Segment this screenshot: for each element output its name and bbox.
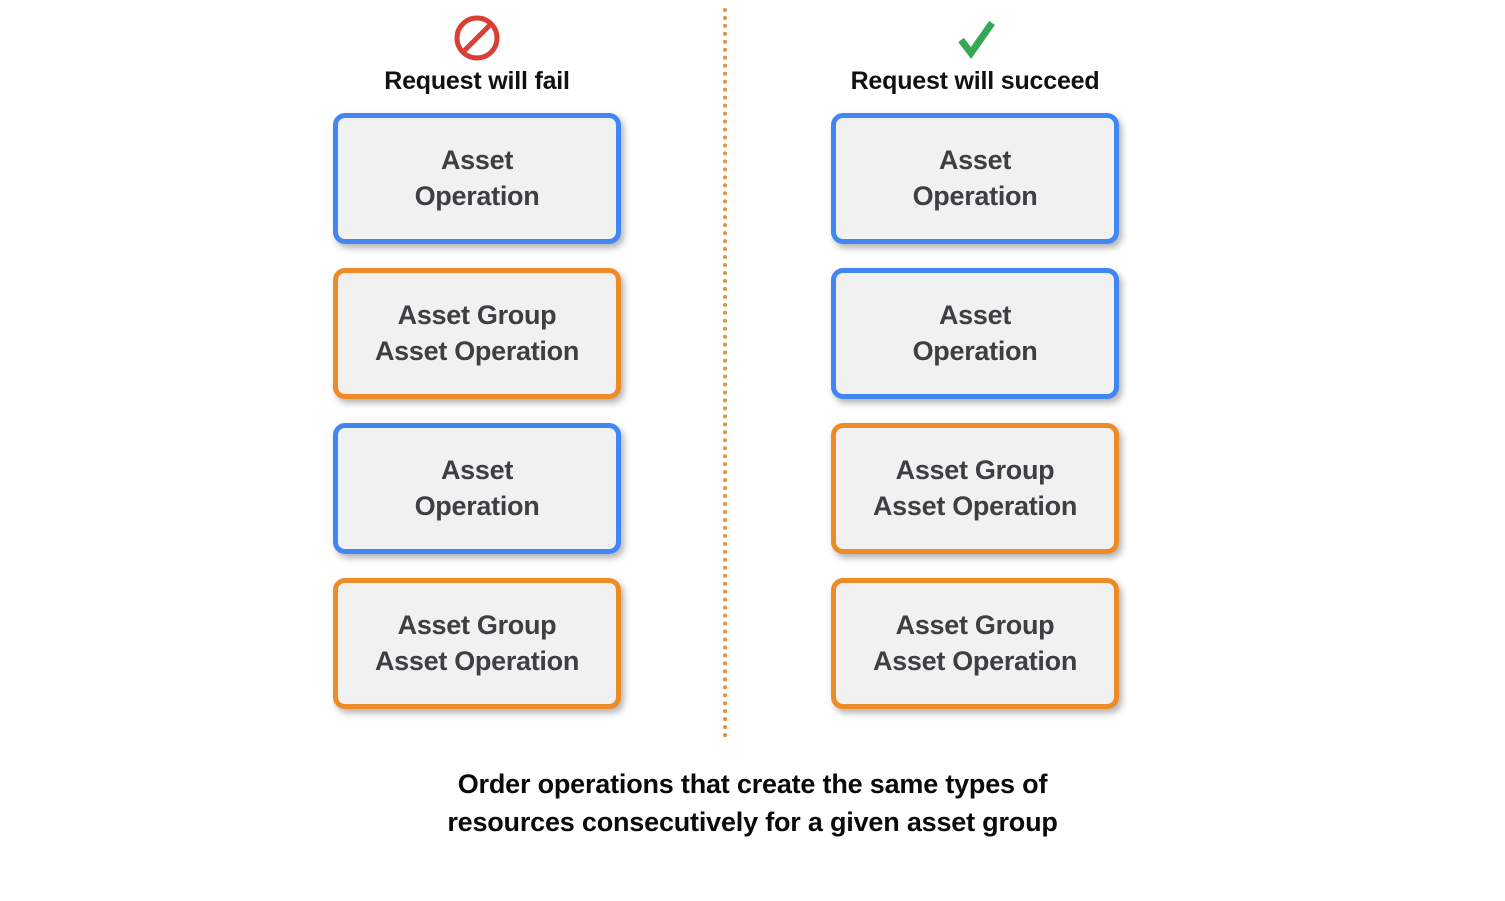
column-divider [723,8,727,738]
operation-box-list-fail: Asset Operation Asset Group Asset Operat… [333,113,621,709]
operation-box-label: Asset Operation [414,144,540,211]
operation-box-label: Asset Group Asset Operation [374,609,580,676]
column-header-label: Request will fail [384,67,570,95]
operation-box: Asset Group Asset Operation [831,578,1119,709]
column-header-fail: Request will fail [327,12,627,94]
operation-box-label: Asset Operation [414,454,540,521]
operation-box-label: Asset Operation [912,299,1038,366]
column-header-label: Request will succeed [850,67,1100,95]
checkmark-icon [958,20,995,59]
operation-box: Asset Operation [831,113,1119,244]
diagram-caption: Order operations that create the same ty… [447,769,1058,838]
prohibited-icon [454,15,500,61]
operation-box-list-succeed: Asset Operation Asset Operation Asset Gr… [831,113,1119,709]
operation-box-label: Asset Operation [912,144,1038,211]
operation-box-label: Asset Group Asset Operation [872,609,1078,676]
operation-box: Asset Operation [333,113,621,244]
operation-box-label: Asset Group Asset Operation [872,454,1078,521]
operation-box: Asset Operation [333,423,621,554]
operation-box: Asset Operation [831,268,1119,399]
operation-box: Asset Group Asset Operation [333,268,621,399]
operation-box: Asset Group Asset Operation [831,423,1119,554]
column-header-succeed: Request will succeed [825,12,1125,94]
operation-box-label: Asset Group Asset Operation [374,299,580,366]
operation-box: Asset Group Asset Operation [333,578,621,709]
